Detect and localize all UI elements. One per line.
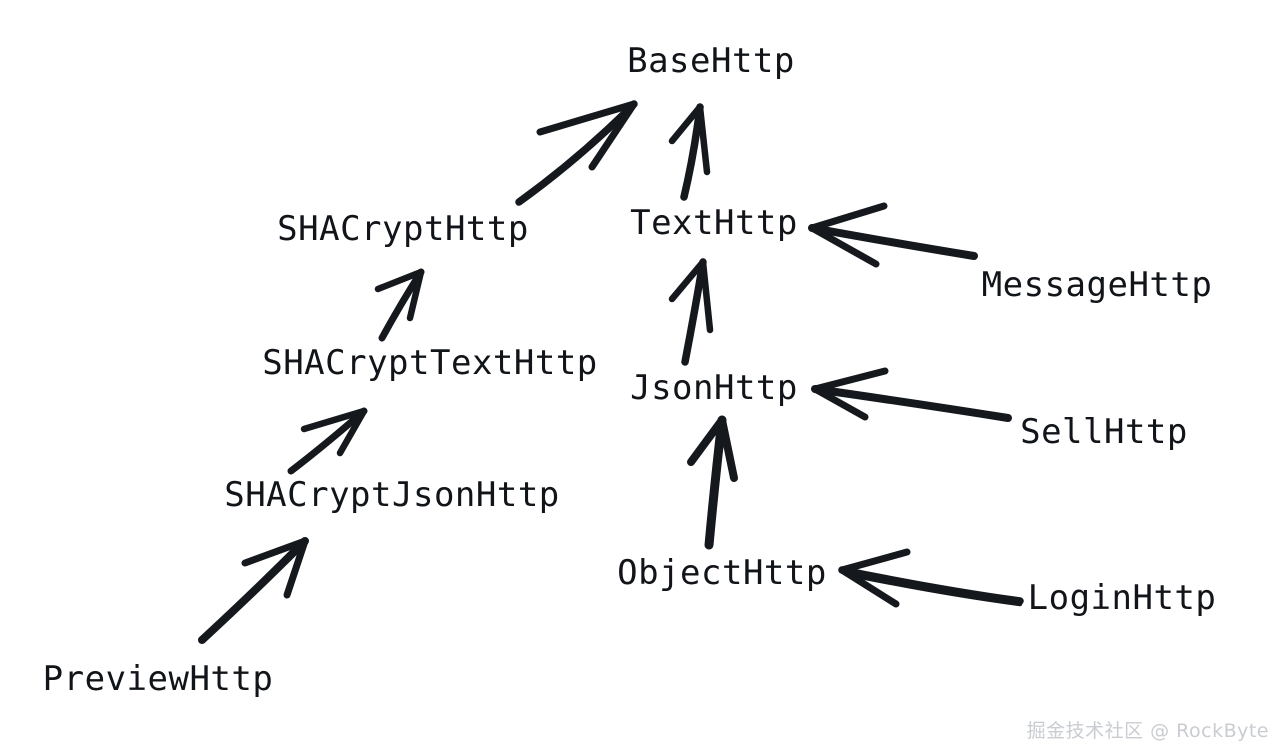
node-shacrypttexthttp[interactable]: SHACryptTextHttp	[262, 343, 598, 383]
node-sellhttp[interactable]: SellHttp	[1020, 412, 1188, 452]
edge-texthttp-to-basehttp	[668, 103, 711, 201]
edge-loginhttp-to-objecthttp	[838, 548, 1024, 608]
node-messagehttp[interactable]: MessageHttp	[981, 265, 1213, 305]
edge-shacryptjsonhttp-to-shacrypttexthttp	[287, 407, 368, 475]
edge-messagehttp-to-texthttp	[808, 202, 978, 268]
node-previewhttp[interactable]: PreviewHttp	[42, 659, 274, 699]
edge-shacrypttexthttp-to-shacrypthttp	[374, 268, 425, 342]
node-texthttp[interactable]: TextHttp	[630, 203, 798, 243]
edge-sellhttp-to-jsonhttp	[811, 367, 1012, 422]
node-shacryptjsonhttp[interactable]: SHACryptJsonHttp	[224, 475, 560, 515]
edge-shacrypthttp-to-basehttp	[515, 100, 638, 206]
node-basehttp[interactable]: BaseHttp	[627, 41, 795, 81]
watermark: 掘金技术社区 @ RockByte	[1026, 720, 1269, 742]
node-shacrypthttp[interactable]: SHACryptHttp	[277, 209, 529, 249]
node-jsonhttp[interactable]: JsonHttp	[630, 368, 798, 408]
node-objecthttp[interactable]: ObjectHttp	[617, 553, 827, 593]
edge-previewhttp-to-shacryptjsonhttp	[198, 537, 309, 644]
edge-jsonhttp-to-texthttp	[668, 258, 714, 366]
edge-objecthttp-to-jsonhttp	[687, 415, 738, 550]
node-loginhttp[interactable]: LoginHttp	[1027, 578, 1217, 618]
